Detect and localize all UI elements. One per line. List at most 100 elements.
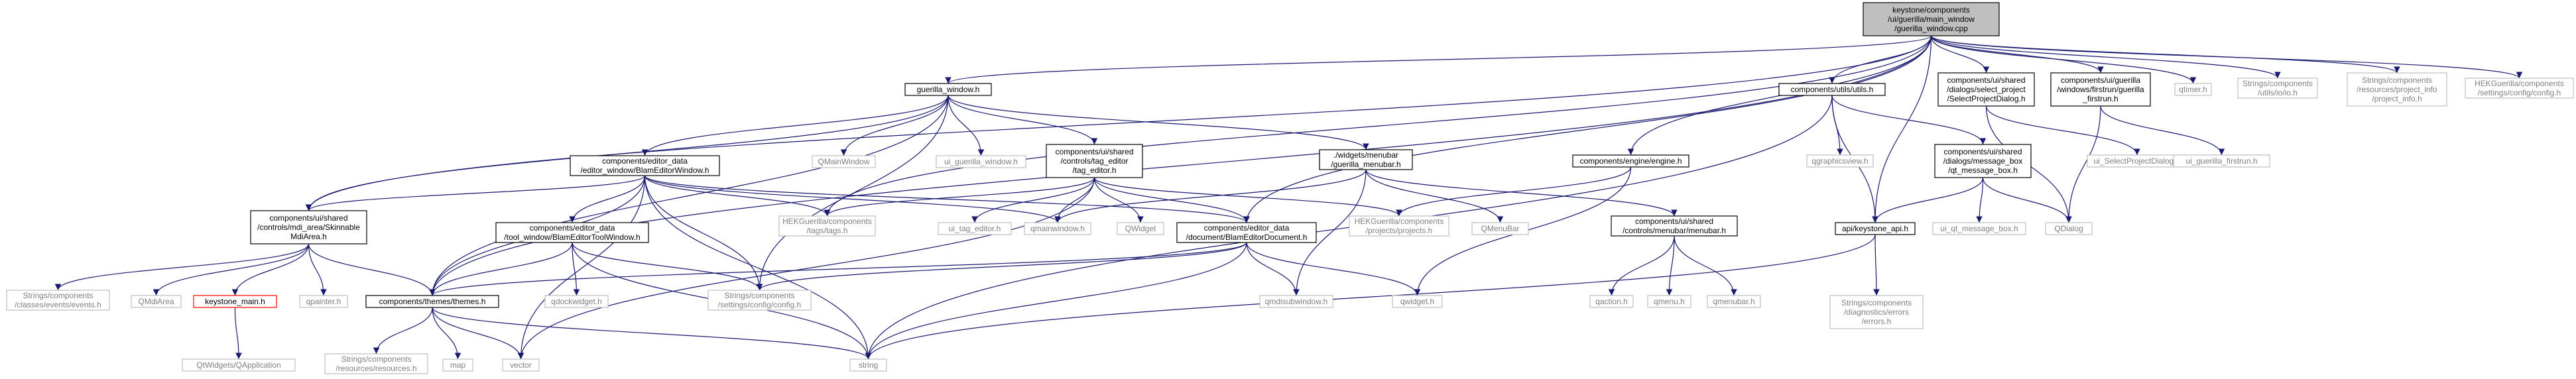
edge-root-to-select_project_dialog_h — [1930, 35, 1990, 74]
edge-blam_editor_tool_window_h-to-strings_config_h — [572, 242, 763, 291]
edge-skinnable_mdi_area_h-to-themes_h — [308, 243, 436, 296]
node-box — [778, 215, 876, 237]
edge-menubar_h-to-qmenubar_h — [1674, 235, 1737, 296]
node-box — [707, 290, 812, 311]
node-label-line: /settings/config/config.h — [718, 300, 801, 309]
node-keystone-api-h[interactable]: api/keystone_api.h — [1835, 222, 1916, 235]
node-qt-message-box-h[interactable]: components/ui/shared/dialogs/message_box… — [1934, 144, 2032, 178]
edge-themes_h-to-string_h — [432, 307, 872, 360]
node-label-line: /project_info.h — [2372, 94, 2422, 103]
node-root[interactable]: keystone/components/ui/guerilla/main_win… — [1863, 2, 2000, 36]
node-map-h: map — [442, 358, 473, 372]
node-box — [1932, 222, 2026, 235]
node-box — [502, 358, 540, 372]
node-box — [1589, 295, 1634, 308]
node-skinnable-mdi-area-h[interactable]: components/ui/shared/controls/mdi_area/S… — [250, 210, 367, 244]
edge-root-to-guerilla_firstrun_h — [1930, 35, 2104, 74]
node-label-line: Strings/components — [724, 291, 794, 300]
edge-guerilla_window_h-to-qmainwindow_cap — [840, 95, 949, 156]
node-label-line: /tags/tags.h — [806, 226, 847, 235]
node-box — [1572, 154, 1689, 168]
edge-guerilla_window_h-to-tag_editor_h — [948, 95, 1098, 145]
node-box — [1937, 72, 2035, 107]
node-engine-h[interactable]: components/engine/engine.h — [1572, 154, 1689, 168]
node-box — [1647, 295, 1691, 308]
edge-tag_editor_h-to-hek_tags_h — [824, 177, 1095, 217]
node-label-line: components/ui/shared — [1947, 76, 2025, 85]
node-label-line: api/keystone_api.h — [1842, 224, 1908, 233]
node-label-line: qmenu.h — [1654, 297, 1685, 306]
node-guerilla-firstrun-h[interactable]: components/ui/guerilla/windows/firstrun/… — [2050, 72, 2151, 107]
node-box — [1829, 295, 1924, 329]
node-blam-editor-tool-window-h[interactable]: components/editor_data/tool_window/BlamE… — [495, 222, 649, 243]
node-label-line: qmenubar.h — [1713, 297, 1754, 306]
node-ui-guerilla-window-h: ui_guerilla_window.h — [936, 155, 1026, 168]
edge-blam_editor_window_h-to-string_h — [644, 175, 872, 360]
node-label-line: /controls/menubar/menubar.h — [1623, 226, 1726, 235]
node-label-line: components/utils/utils.h — [1791, 85, 1874, 94]
node-box — [1319, 149, 1413, 170]
edge-blam_editor_window_h-to-skinnable_mdi_area_h — [305, 175, 646, 211]
node-label-line: /SelectProjectDialog.h — [1947, 94, 2025, 103]
edge-qt_message_box_h-to-ui_qt_message_box_h — [1976, 177, 1984, 223]
edge-blam_editor_window_h-to-vector_h — [517, 175, 646, 360]
node-box — [250, 210, 367, 244]
node-themes-h[interactable]: components/themes/themes.h — [365, 295, 499, 308]
node-utils-h[interactable]: components/utils/utils.h — [1778, 83, 1886, 96]
node-label-line: /dialogs/message_box — [1943, 156, 2022, 166]
node-errors-h: Strings/components/diagnostics/errors/er… — [1829, 295, 1924, 329]
edge-keystone_main_h-to-qapplication — [234, 307, 242, 360]
node-qwidget-cap: QWidget — [1117, 222, 1164, 235]
node-box — [570, 155, 720, 176]
node-box — [324, 353, 428, 374]
node-box — [495, 222, 649, 243]
node-blam-editor-window-h[interactable]: components/editor_data/editor_window/Bla… — [570, 155, 720, 176]
node-blam-editor-document-h[interactable]: components/editor_data/document/BlamEdit… — [1176, 222, 1317, 243]
node-label-line: components/editor_data — [1204, 223, 1290, 233]
node-label-line: /guerilla_window.cpp — [1894, 24, 1968, 33]
node-select-project-dialog-h[interactable]: components/ui/shared/dialogs/select_proj… — [1937, 72, 2035, 107]
node-qapplication: QtWidgets/QApplication — [182, 358, 296, 372]
node-qmdiarea-cap: QMdiArea — [131, 295, 182, 308]
node-label-line: components/editor_data — [530, 223, 615, 233]
node-box — [1835, 222, 1916, 235]
edge-guerilla_menubar_h-to-qmenubar_cap — [1365, 169, 1504, 223]
edge-root-to-hek_tags_h — [824, 35, 1932, 217]
node-label-line: qaction.h — [1595, 297, 1628, 306]
node-box — [442, 358, 473, 372]
node-box — [1392, 295, 1443, 308]
edge-root-to-hek_config_h — [1930, 35, 2523, 79]
edge-qt_message_box_h-to-qdialog_cap — [1982, 177, 2072, 223]
node-label-line: /classes/events/events.h — [15, 300, 101, 309]
node-label-line: ./widgets/menubar — [1333, 150, 1398, 160]
edge-layer — [54, 35, 2523, 360]
edge-blam_editor_document_h-to-qmdisubwindow_h — [1246, 242, 1300, 296]
edge-blam_editor_window_h-to-qmainwindow_h — [644, 175, 1061, 223]
node-label-line: /dialogs/select_project — [1947, 85, 2026, 94]
node-label-line: components/engine/engine.h — [1579, 156, 1682, 166]
edge-tag_editor_h-to-qwidget_cap — [1093, 177, 1144, 223]
node-box — [1117, 222, 1164, 235]
edge-blam_editor_document_h-to-qwidget_h — [1246, 242, 1421, 296]
node-guerilla-menubar-h[interactable]: ./widgets/menubar/guerilla_menubar.h — [1319, 149, 1413, 170]
node-label-line: ui_SelectProjectDialog.h — [2094, 156, 2181, 166]
node-label-line: components/themes/themes.h — [379, 297, 486, 306]
node-label-line: Strings/components — [23, 291, 93, 300]
edge-utils_h-to-qt_message_box_h — [1831, 95, 1987, 145]
node-box — [2347, 72, 2447, 107]
node-keystone-main-h[interactable]: keystone_main.h — [193, 295, 277, 308]
edge-skinnable_mdi_area_h-to-events_h — [54, 243, 310, 291]
edge-root-to-skinnable_mdi_area_h — [305, 35, 1932, 211]
edge-root-to-guerilla_window_h — [945, 35, 1932, 84]
node-label-line: /utils/io/io.h — [2258, 88, 2298, 97]
node-label-line: /controls/mdi_area/Skinnable — [257, 223, 360, 232]
node-menubar-h[interactable]: components/ui/shared/controls/menubar/me… — [1611, 215, 1738, 237]
node-label-line: components/ui/shared — [1635, 217, 1713, 226]
node-box — [1806, 154, 1874, 168]
node-label-line: /resources/resources.h — [336, 364, 416, 373]
node-tag-editor-h[interactable]: components/ui/shared/controls/tag_editor… — [1046, 144, 1143, 178]
node-guerilla-window-h[interactable]: guerilla_window.h — [904, 83, 992, 96]
node-label-line: /windows/firstrun/guerilla — [2057, 85, 2144, 94]
edge-guerilla_window_h-to-skinnable_mdi_area_h — [305, 95, 949, 211]
node-qpainter-h: qpainter.h — [299, 295, 348, 308]
